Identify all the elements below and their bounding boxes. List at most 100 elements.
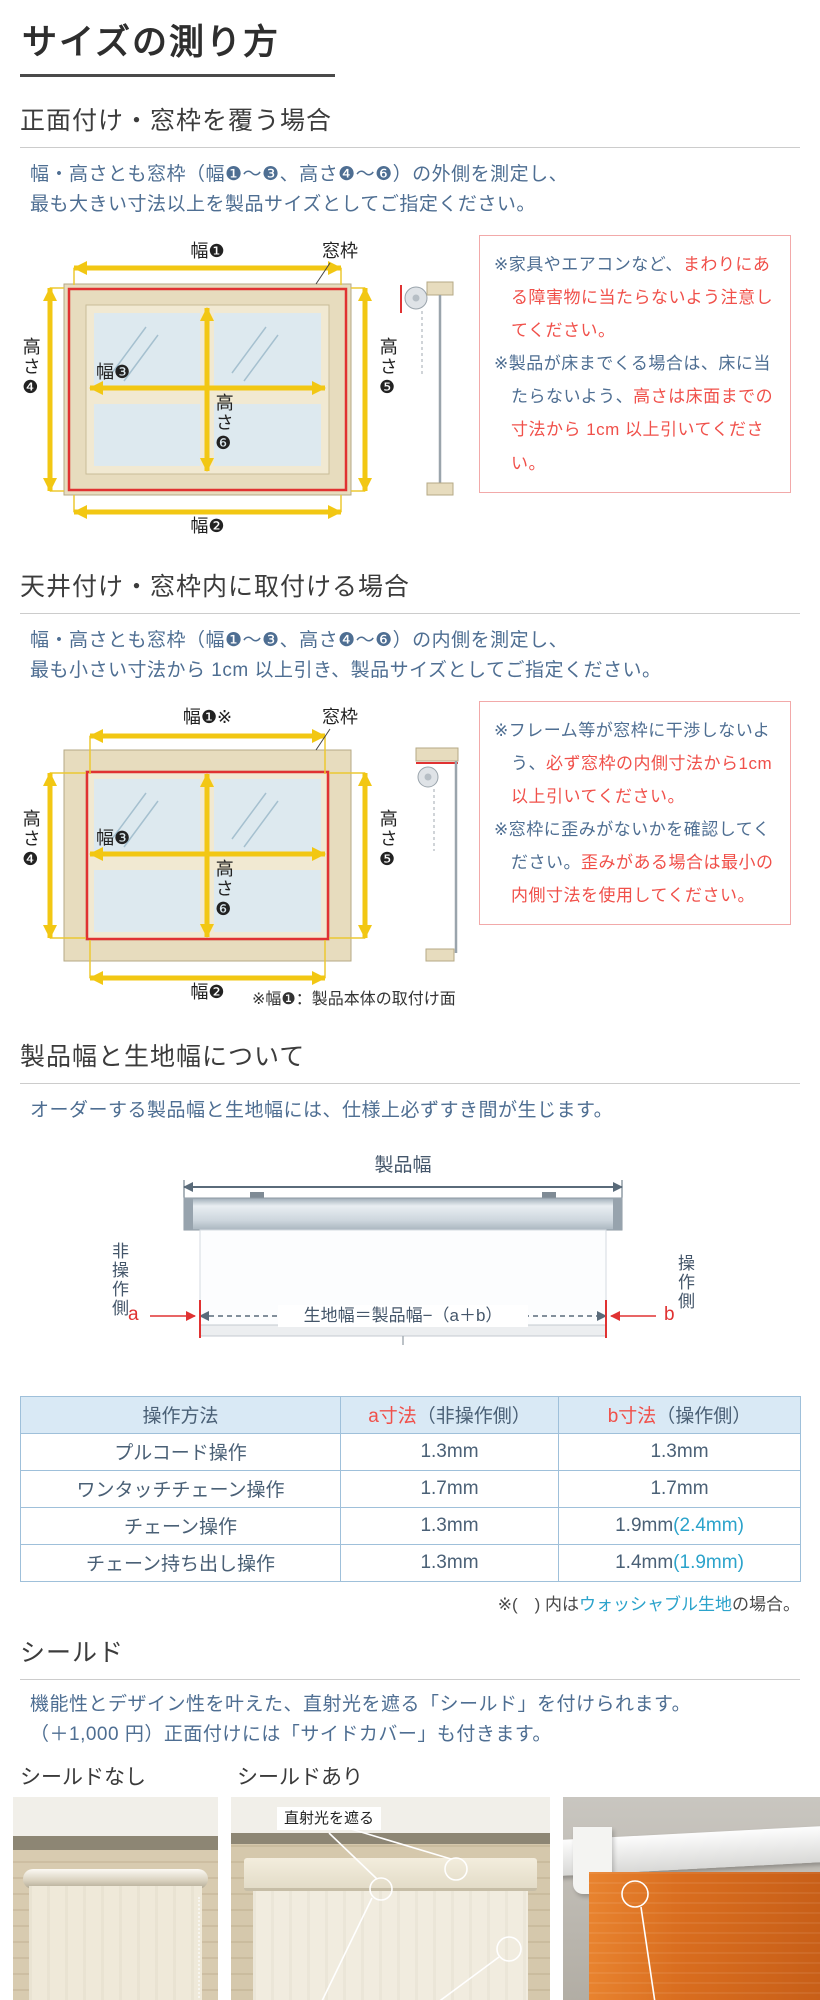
product-outline-red: [85, 770, 330, 940]
label-width-2: 幅❷: [190, 981, 225, 1002]
frame-pointer-line: [315, 262, 331, 285]
cell-a: 1.3mm: [340, 1543, 559, 1582]
cell-a: 1.3mm: [340, 1506, 559, 1545]
dimension-spec-table: 操作方法 a寸法（非操作側） b寸法（操作側） プルコード操作 1.3mm 1.…: [20, 1395, 801, 1582]
cell-method: チェーン持ち出し操作: [20, 1543, 341, 1582]
gap-a-label: a: [128, 1303, 139, 1325]
shade-fabric: [29, 1885, 202, 2000]
cell-b: 1.9mm(2.4mm): [558, 1506, 801, 1545]
label-window-frame: 窓枠: [322, 706, 358, 727]
section-shield-heading: シールド: [20, 1633, 800, 1680]
label-without-shield: シールドなし: [20, 1765, 146, 1789]
col-header-a: a寸法（非操作側）: [340, 1395, 559, 1434]
highlight-circle: [444, 1856, 468, 1881]
front-warning-1: ※家具やエアコンなど、まわりにある障害物に当たらないよう注意してください。: [494, 248, 776, 347]
ceiling-window-diagram: 幅❶※ 窓枠 高さ❹ 高さ❺ 幅❸ 高さ❻ 幅❷ ※幅❶：製品本体の取付け面: [20, 701, 465, 1008]
label-width-2: 幅❷: [190, 515, 225, 536]
fabric-width-formula: 生地幅＝製品幅−（a＋b）: [278, 1304, 528, 1327]
label-width-3: 幅❸: [96, 827, 131, 848]
ceiling-diagram-row: 幅❶※ 窓枠 高さ❹ 高さ❺ 幅❸ 高さ❻ 幅❷ ※幅❶：製品本体の取付け面 ※…: [20, 700, 820, 1008]
shield-photo-labels: シールドなし シールドあり: [0, 1761, 820, 1791]
glass-panes: [94, 312, 321, 466]
table-row: チェーン操作 1.3mm 1.9mm(2.4mm): [20, 1506, 801, 1545]
cell-method: プルコード操作: [20, 1432, 341, 1471]
fabric-covered-shield-cassette: [243, 1857, 538, 1892]
section-ceiling-description: 幅・高さとも窓枠（幅❶〜❸、高さ❹〜❻）の内側を測定し、 最も小さい寸法から 1…: [30, 626, 820, 687]
col-a-main: a寸法: [368, 1406, 417, 1428]
front-warning-1-red: まわりにある障害物に当たらないよう注意してください。: [511, 254, 774, 341]
ceiling-desc-line1: 幅・高さとも窓枠（幅❶〜❸、高さ❹〜❻）の内側を測定し、: [30, 629, 569, 651]
window-frame-band: [13, 1835, 218, 1850]
highlight-circle: [621, 1879, 649, 1908]
product-width-label: 製品幅: [374, 1154, 432, 1176]
front-warning-2-blue: ※製品が床までくる場合は、床に当たらないよう、: [494, 354, 771, 407]
ceiling-warning-box: ※フレーム等が窓枠に干渉しないよう、必ず窓枠の内側寸法から1cm 以上引いてくだ…: [479, 700, 791, 926]
front-window-diagram: 幅❶ 窓枠 高さ❹ 高さ❺ 幅❸ 高さ❻ 幅❷: [20, 235, 465, 541]
page-title: サイズの測り方: [20, 14, 335, 77]
glass-panes: [94, 778, 321, 932]
cell-b-value: 1.7mm: [650, 1477, 709, 1499]
section-width-heading: 製品幅と生地幅について: [20, 1037, 800, 1084]
front-desc-line1: 幅・高さとも窓枠（幅❶〜❸、高さ❹〜❻）の外側を測定し、: [30, 164, 569, 185]
col-b-sub: （操作側）: [656, 1406, 752, 1428]
section-front-heading: 正面付け・窓枠を覆う場合: [20, 101, 800, 148]
label-width-3: 幅❸: [96, 361, 131, 382]
shield-desc-line1: 機能性とデザイン性を叶えた、直射光を遮る「シールド」を付けられます。: [30, 1693, 692, 1715]
shade-fabric: [253, 1891, 528, 2000]
cell-b: 1.7mm: [558, 1469, 801, 1508]
front-window-illustration: [43, 260, 454, 519]
front-warning-2: ※製品が床までくる場合は、床に当たらないよう、高さは床面までの寸法から 1cm …: [494, 347, 776, 480]
col-a-sub: （非操作側）: [416, 1406, 531, 1428]
cell-b-value: 1.9mm: [615, 1514, 674, 1536]
fabric-panel: [199, 1229, 607, 1345]
label-width-1: 幅❶: [190, 240, 225, 261]
fabric-width-illustration: [150, 1179, 656, 1345]
label-height-5: 高さ❺: [377, 336, 398, 400]
orange-shade-fabric: [588, 1871, 820, 2000]
table-row: プルコード操作 1.3mm 1.3mm: [20, 1432, 801, 1471]
highlight-circle: [369, 1876, 393, 1901]
washable-fabric-link[interactable]: ウォッシャブル生地: [579, 1594, 732, 1614]
section-width-description: オーダーする製品幅と生地幅には、仕様上必ずすき間が生じます。: [30, 1099, 614, 1121]
cell-b-washable: (1.9mm): [673, 1551, 744, 1573]
highlight-circle: [496, 1935, 522, 1962]
label-height-4: 高さ❹: [20, 336, 41, 400]
mounting-face-footnote: ※幅❶：製品本体の取付け面: [252, 990, 456, 1008]
cell-a: 1.3mm: [340, 1432, 559, 1471]
label-with-shield: シールドあり: [237, 1765, 363, 1789]
ceiling-area: [13, 1796, 218, 1839]
frame-pointer-line: [315, 728, 331, 750]
ceiling-desc-line2: 最も小さい寸法から 1cm 以上引き、製品サイズとしてご指定ください。: [30, 660, 662, 682]
washable-note-pre: ※( ) 内は: [497, 1594, 579, 1614]
non-operation-side-label: 非操作側: [109, 1241, 128, 1318]
front-desc-line2: 最も大きい寸法以上を製品サイズとしてご指定ください。: [30, 194, 536, 216]
shield-desc-line2: （＋1,000 円）正面付けには「サイドカバー」も付きます。: [30, 1724, 552, 1746]
section-shield-description: 機能性とデザイン性を叶えた、直射光を遮る「シールド」を付けられます。 （＋1,0…: [30, 1690, 820, 1751]
window-frame-band: [231, 1832, 550, 1844]
table-row: チェーン持ち出し操作 1.3mm 1.4mm(1.9mm): [20, 1543, 801, 1582]
side-view-front-mount: [400, 281, 454, 496]
col-header-b: b寸法（操作側）: [558, 1395, 801, 1434]
cell-b: 1.4mm(1.9mm): [558, 1543, 801, 1582]
operation-side-label: 操作側: [675, 1253, 694, 1311]
shield-photos-row: 直射光を遮る 本体と同じ生地 生地裏面や 機構部を隠せる サイドカバー: [13, 1796, 820, 2000]
ceiling-warning-1: ※フレーム等が窓枠に干渉しないよう、必ず窓枠の内側寸法から1cm 以上引いてくだ…: [494, 714, 776, 813]
ceiling-warning-2-red: 歪みがある場合は最小の内側寸法を使用してください。: [511, 853, 774, 906]
photo-without-shield: [13, 1796, 218, 2000]
photo-with-shield: 直射光を遮る 本体と同じ生地 生地裏面や 機構部を隠せる: [231, 1796, 550, 2000]
product-width-measure: [183, 1179, 623, 1198]
ceiling-window-illustration: [43, 728, 459, 985]
annotation-block-light: 直射光を遮る: [277, 1806, 382, 1831]
gap-b-label: b: [664, 1303, 675, 1325]
ceiling-warning-2: ※窓枠に歪みがないかを確認してください。歪みがある場合は最小の内側寸法を使用して…: [494, 813, 776, 912]
ceiling-warning-2-blue: ※窓枠に歪みがないかを確認してください。: [494, 819, 771, 873]
label-height-4: 高さ❹: [20, 808, 41, 872]
label-window-frame: 窓枠: [322, 240, 358, 261]
col-b-main: b寸法: [607, 1406, 657, 1428]
photo-side-cover: サイドカバー: [563, 1796, 820, 2000]
side-view-ceiling-mount: [415, 747, 459, 962]
cell-b-washable: (2.4mm): [673, 1514, 744, 1536]
front-warning-2-red: 高さは床面までの寸法から 1cm 以上引いてください。: [511, 387, 774, 473]
section-front-description: 幅・高さとも窓枠（幅❶〜❸、高さ❹〜❻）の外側を測定し、 最も大きい寸法以上を製…: [30, 160, 820, 221]
